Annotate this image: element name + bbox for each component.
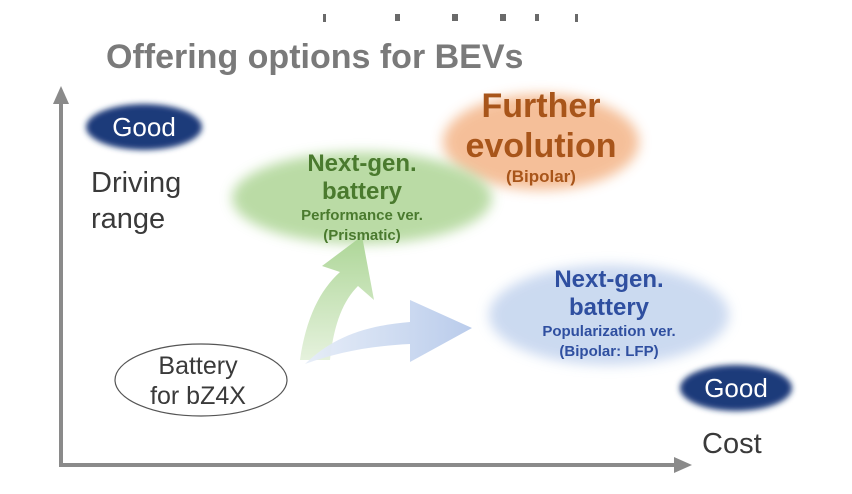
- y-axis-good-label: Good: [112, 112, 176, 142]
- popularization-line2: battery: [568, 294, 650, 321]
- current-line1: Battery: [158, 352, 238, 380]
- further-line2: evolution: [465, 127, 617, 165]
- blue-arrow: [305, 300, 472, 364]
- green-arrow: [300, 236, 374, 360]
- performance-line3: Performance ver.: [301, 207, 423, 224]
- current-line2: for bZ4X: [150, 382, 246, 410]
- x-axis-good-label: Good: [704, 373, 768, 403]
- performance-battery-node: Next-gen. battery Performance ver. (Pris…: [232, 150, 492, 246]
- green-bubble: [232, 152, 492, 244]
- y-axis-label-line2: range: [91, 203, 166, 235]
- further-evolution-node: Further evolution (Bipolar): [430, 86, 652, 188]
- popularization-line4: (Bipolar: LFP): [559, 343, 659, 360]
- orange-bubble: [443, 94, 639, 190]
- x-axis-arrowhead: [674, 457, 692, 473]
- popularization-battery-node: Next-gen. battery Popularization ver. (B…: [489, 266, 729, 362]
- x-axis-label: Cost: [702, 428, 762, 460]
- popularization-line3: Popularization ver.: [542, 323, 676, 340]
- page-title: Offering options for BEVs: [106, 38, 524, 76]
- y-axis-label-line1: Driving: [91, 167, 182, 199]
- performance-line2: battery: [321, 178, 403, 205]
- further-line1: Further: [481, 87, 601, 125]
- performance-line4: (Prismatic): [323, 227, 401, 244]
- blue-bubble: [489, 265, 729, 365]
- y-axis-label: Driving range: [91, 165, 181, 237]
- performance-line1: Next-gen.: [307, 150, 417, 177]
- current-battery-label: Battery for bZ4X: [118, 351, 278, 411]
- further-line3: (Bipolar): [506, 167, 576, 186]
- cropped-top-fragment: [323, 14, 578, 22]
- y-good-badge: [86, 104, 202, 150]
- popularization-line1: Next-gen.: [554, 266, 664, 293]
- current-battery-node: [114, 343, 288, 417]
- x-good-badge: [680, 365, 792, 411]
- y-axis-arrowhead: [53, 86, 69, 104]
